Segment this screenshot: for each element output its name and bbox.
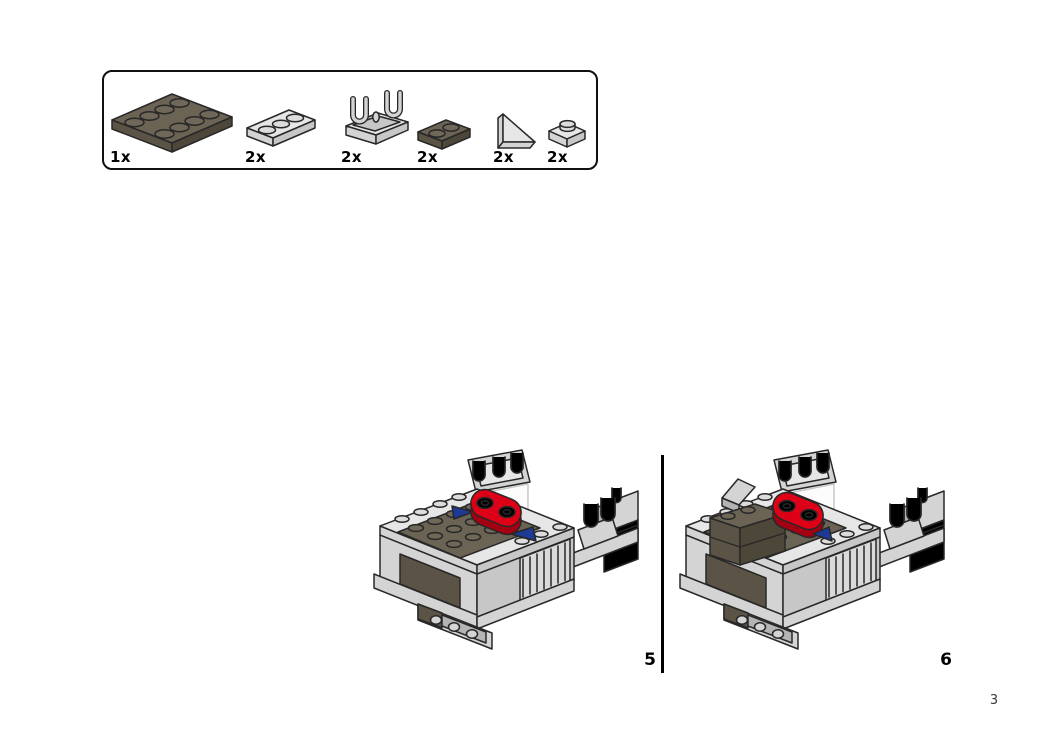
part-qty-label: 2x bbox=[245, 148, 267, 166]
placement-arrow-small bbox=[812, 526, 833, 542]
placement-arrow-left bbox=[451, 505, 474, 520]
part-plate-1x1-icon bbox=[548, 119, 586, 148]
step5-model-illustration bbox=[373, 449, 639, 650]
step5-number: 5 bbox=[644, 650, 656, 670]
part-qty-label: 1x bbox=[110, 148, 132, 166]
dark-plate-stack-added bbox=[709, 503, 786, 566]
page-number: 3 bbox=[989, 693, 999, 708]
step-divider bbox=[661, 455, 664, 673]
placement-arrow-right bbox=[510, 526, 537, 542]
part-plate-1x2-icon bbox=[417, 119, 471, 150]
part-qty-label: 2x bbox=[341, 148, 363, 166]
part-qty-label: 2x bbox=[547, 148, 569, 166]
part-plate-2x4-icon bbox=[111, 93, 233, 153]
step6-model-illustration bbox=[679, 449, 945, 650]
part-plate-1x3-icon bbox=[246, 109, 316, 147]
part-clip-plate-icon bbox=[345, 90, 409, 145]
slope-piece-added bbox=[721, 478, 756, 514]
part-qty-label: 2x bbox=[417, 148, 439, 166]
parts-box: 1x 2x 2x 2x 2x 2x bbox=[102, 70, 598, 170]
part-slope-icon bbox=[497, 113, 536, 149]
step6-number: 6 bbox=[940, 650, 952, 670]
part-qty-label: 2x bbox=[493, 148, 515, 166]
